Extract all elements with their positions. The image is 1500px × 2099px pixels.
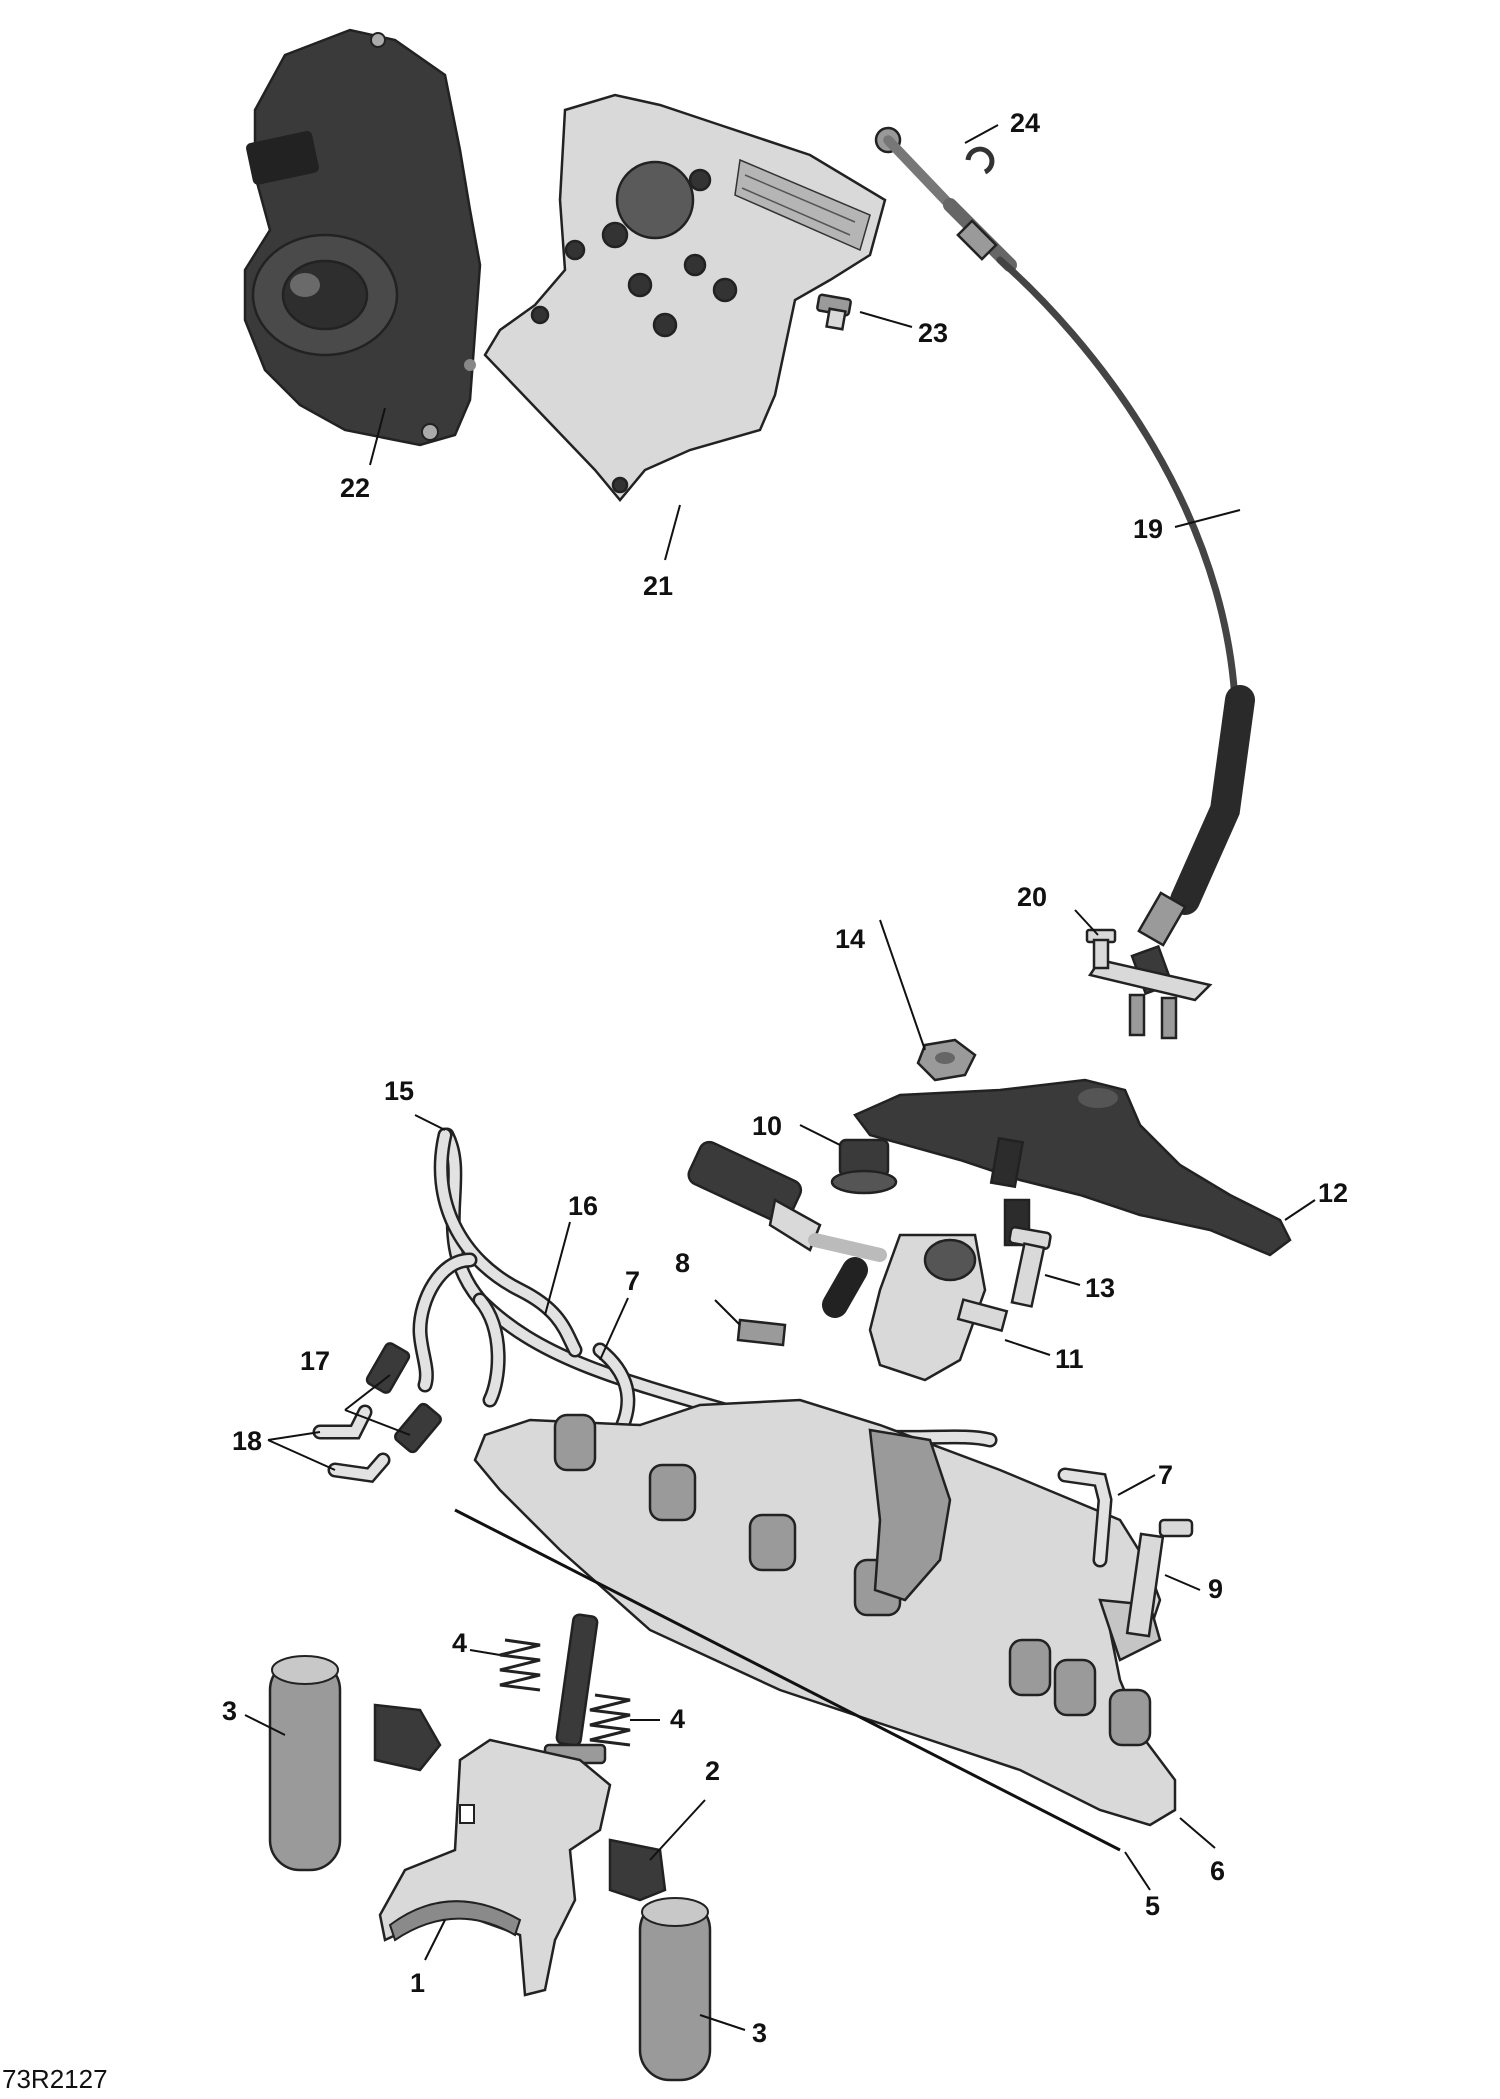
drawing-reference: 73R2127 <box>2 2064 108 2094</box>
part-21-bracket <box>483 93 887 502</box>
part-13-bolt <box>1008 1226 1052 1308</box>
callout-21: 21 <box>643 571 673 601</box>
part-19-cable <box>874 126 1255 1040</box>
callout-17: 17 <box>300 1346 330 1376</box>
part-11-sensor <box>687 1140 1009 1382</box>
part-7-elbow-lower <box>1057 1467 1113 1568</box>
part-18-hoses <box>312 1404 391 1484</box>
callout-labels: 24 23 22 21 19 20 14 10 12 13 11 8 15 16… <box>222 108 1348 2048</box>
part-14-nut <box>916 1038 977 1082</box>
callout-11: 11 <box>1055 1344 1084 1374</box>
part-17-check-valves <box>365 1342 442 1454</box>
callout-6: 6 <box>1210 1856 1225 1886</box>
part-8-plate <box>736 1318 787 1347</box>
part-16-hose <box>412 1127 583 1408</box>
part-4-springs <box>499 1638 631 1747</box>
part-24-clip <box>965 146 995 175</box>
callout-1: 1 <box>410 1968 425 1998</box>
callout-12: 12 <box>1318 1178 1348 1208</box>
callout-7-upper: 7 <box>625 1266 640 1296</box>
callout-8: 8 <box>675 1248 690 1278</box>
callout-2: 2 <box>705 1756 720 1786</box>
callout-13: 13 <box>1085 1273 1115 1303</box>
callout-3-lower: 3 <box>752 2018 767 2048</box>
callout-4-right: 4 <box>670 1704 685 1734</box>
callout-19: 19 <box>1133 514 1163 544</box>
part-20-bolt <box>1085 928 1117 970</box>
callout-15: 15 <box>384 1076 414 1106</box>
callout-22: 22 <box>340 473 370 503</box>
callout-10: 10 <box>752 1111 782 1141</box>
callout-4-left: 4 <box>452 1628 467 1658</box>
part-23-bolt <box>816 293 852 331</box>
part-22-actuator-motor <box>243 28 482 447</box>
callout-9: 9 <box>1208 1574 1223 1604</box>
callout-23: 23 <box>918 318 948 348</box>
callout-7-lower: 7 <box>1158 1460 1173 1490</box>
callout-18: 18 <box>232 1426 262 1456</box>
part-12-support <box>853 1078 1292 1257</box>
part-3-rollers <box>268 1655 712 2082</box>
part-9-bolt <box>1125 1518 1194 1638</box>
callout-16: 16 <box>568 1191 598 1221</box>
callout-5: 5 <box>1145 1891 1160 1921</box>
leader-lines <box>244 124 1316 2031</box>
part-10-grommet <box>830 1138 898 1195</box>
callout-3-upper: 3 <box>222 1696 237 1726</box>
part-5-gasket <box>454 1508 1121 1852</box>
callout-20: 20 <box>1017 882 1047 912</box>
callout-24: 24 <box>1010 108 1040 138</box>
part-6-manifold <box>473 1398 1177 1827</box>
part-2-plates <box>373 1703 667 1902</box>
part-1-valve-gate <box>378 1738 612 1997</box>
callout-14: 14 <box>835 924 865 954</box>
